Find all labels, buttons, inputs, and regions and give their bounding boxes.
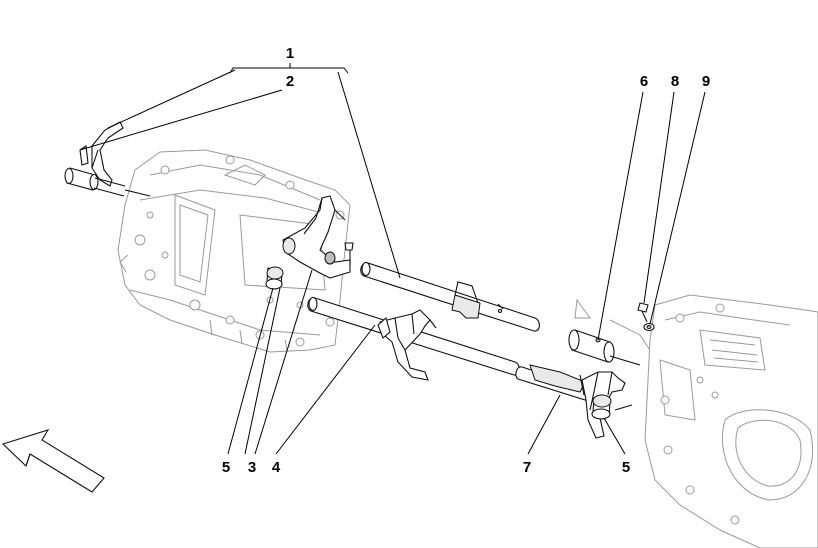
leader-lines	[79, 63, 706, 455]
callout-8: 8	[671, 73, 679, 90]
callout-9: 9	[702, 73, 710, 90]
callout-4: 4	[272, 459, 281, 476]
selector-rod-item-7	[515, 364, 601, 405]
upper-selector-rod	[360, 261, 540, 332]
callout-6: 6	[640, 73, 648, 90]
callout-5-right: 5	[622, 459, 630, 476]
callout-labels: 1 2 6 8 9 5 3 4 7 5	[222, 45, 710, 476]
callout-5-left: 5	[222, 459, 230, 476]
left-gearbox-housing	[117, 149, 351, 353]
callout-1: 1	[286, 45, 294, 62]
bushing-item-5-left	[265, 266, 284, 290]
selector-fork-item-2	[64, 121, 126, 197]
bolt-item-8	[637, 302, 649, 323]
washer-item-9	[643, 322, 655, 332]
assembly-lines	[124, 189, 641, 411]
callout-3: 3	[248, 459, 256, 476]
callout-7: 7	[523, 459, 531, 476]
arrow-icon	[1, 429, 105, 493]
callout-2: 2	[286, 73, 294, 90]
right-gearbox-housing	[574, 294, 818, 548]
bushing-item-5-right	[591, 394, 612, 420]
selector-fork-item-4	[377, 309, 437, 381]
sleeve-item-6	[568, 329, 615, 363]
selector-fork-item-3	[282, 195, 354, 279]
